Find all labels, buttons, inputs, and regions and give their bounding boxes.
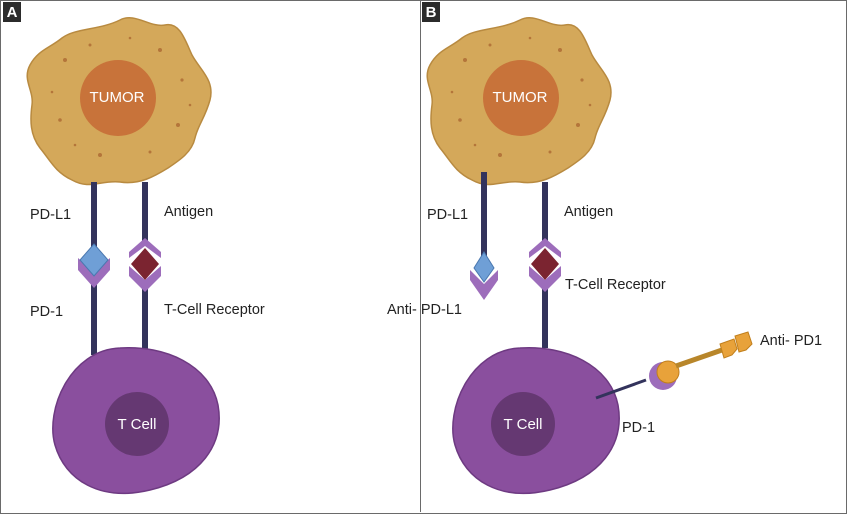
antigen-top-chevron-a bbox=[129, 238, 161, 258]
panel-b-badge: B bbox=[426, 4, 437, 21]
tcr-chevron-b bbox=[529, 266, 561, 292]
t-cell-label-a: T Cell bbox=[118, 416, 157, 433]
anti-pd1-head-b bbox=[656, 360, 680, 384]
tcr-label-a: T-Cell Receptor bbox=[164, 302, 265, 318]
anti-pd1-label-b: Anti- PD1 bbox=[760, 333, 822, 349]
antigen-label-a: Antigen bbox=[164, 204, 213, 220]
tumor-cell-b: TUMOR bbox=[426, 17, 612, 186]
tumor-nucleus-a bbox=[80, 60, 156, 136]
antigen-diamond-b bbox=[531, 248, 559, 280]
anti-pdl1-label-b: Anti- PD-L1 bbox=[387, 302, 462, 318]
panel-a: A TUMOR T Cell PD-L1 Antigen PD-1 T-Cell bbox=[3, 2, 265, 495]
t-cell-b: T Cell bbox=[452, 346, 620, 495]
tumor-label-a: TUMOR bbox=[90, 89, 145, 106]
anti-pd1-arm-1 bbox=[719, 338, 738, 359]
pdl1-label-b: PD-L1 bbox=[427, 207, 468, 223]
panel-b-badge-bg bbox=[422, 2, 440, 22]
t-cell-nucleus-b bbox=[491, 392, 555, 456]
tumor-nucleus-b bbox=[483, 60, 559, 136]
panel-a-badge-bg bbox=[3, 2, 21, 22]
t-cell-nucleus-a bbox=[105, 392, 169, 456]
t-cell-a: T Cell bbox=[52, 346, 220, 495]
anti-pd1-arm-2 bbox=[734, 331, 753, 353]
pd1-stalk-b bbox=[595, 378, 647, 400]
tcr-label-b: T-Cell Receptor bbox=[565, 277, 666, 293]
pdl1-diamond-a bbox=[79, 243, 109, 277]
tumor-cell-a: TUMOR bbox=[26, 17, 212, 186]
pd1-label-a: PD-1 bbox=[30, 304, 63, 320]
panel-b: B TUMOR T Cell PD bbox=[387, 2, 822, 495]
anti-pdl1-chevron-b bbox=[470, 270, 498, 300]
anti-pd1-shaft-b bbox=[675, 347, 723, 369]
t-cell-label-b: T Cell bbox=[504, 416, 543, 433]
pd1-label-b: PD-1 bbox=[622, 420, 655, 436]
antigen-label-b: Antigen bbox=[564, 204, 613, 220]
pdl1-diamond-b bbox=[473, 251, 495, 283]
antigen-top-chevron-b bbox=[529, 238, 561, 258]
panel-a-badge: A bbox=[7, 4, 18, 21]
antigen-diamond-a bbox=[131, 248, 159, 280]
pdl1-label-a: PD-L1 bbox=[30, 207, 71, 223]
tumor-label-b: TUMOR bbox=[493, 89, 548, 106]
panel-divider bbox=[420, 0, 421, 512]
tcr-chevron-a bbox=[129, 266, 161, 292]
